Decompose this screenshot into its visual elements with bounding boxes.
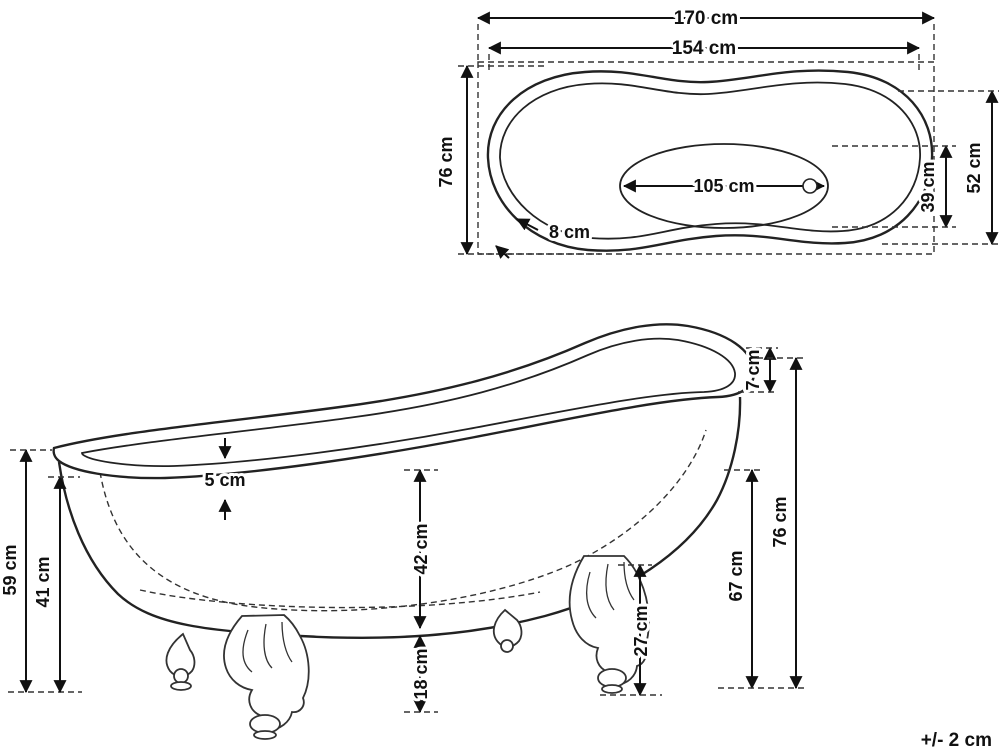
dim-side-wall-height: 67 cm: [723, 468, 762, 690]
dim-basin-width: 39 cm: [832, 144, 956, 229]
dim-basin-depth-label: 42 cm: [411, 523, 431, 574]
basin-bottom-contour: [139, 589, 541, 609]
tub-outer-outline: [486, 69, 934, 252]
dim-side-wall-height-label: 67 cm: [726, 550, 746, 601]
dim-rim-lip-label: 5 cm: [204, 470, 245, 490]
dim-wall-thickness: 8 cm: [495, 218, 593, 259]
tolerance-note: +/- 2 cm: [921, 730, 992, 750]
dim-leg-height: 27 cm: [600, 563, 662, 697]
dim-overall-height-label: 76 cm: [770, 496, 790, 547]
basin-outline: [619, 143, 829, 229]
dim-front-overall-height-label: 59 cm: [0, 544, 20, 595]
rear-right-foot: [492, 608, 523, 653]
dim-underbody-clearance-label: 18 cm: [411, 648, 431, 699]
front-left-claw-foot: [223, 614, 310, 740]
dim-rim-length-label: 154 cm: [672, 38, 736, 59]
dim-rim-length: 154 cm: [487, 35, 921, 72]
dim-rim-width-label: 52 cm: [964, 142, 984, 193]
dim-underbody-clearance: 18 cm: [404, 634, 438, 714]
dim-overall-height: 76 cm: [718, 356, 806, 690]
dim-front-rim-height-label: 41 cm: [33, 556, 53, 607]
dim-rim-band-height: 7 cm: [738, 346, 778, 394]
rear-left-foot: [165, 632, 196, 691]
rim-opening-edge: [81, 337, 736, 467]
dim-basin-length: 105 cm: [622, 173, 826, 199]
tub-rim-inner-outline: [499, 81, 921, 240]
dim-front-overall-height: 59 cm: [0, 448, 82, 694]
dim-rim-band-height-label: 7 cm: [743, 349, 763, 390]
dim-overall-length: 170 cm: [476, 5, 936, 62]
overall-bounding-box: [477, 61, 935, 255]
dim-basin-width-label: 39 cm: [918, 161, 938, 212]
top-view: 105 cm 170 cm 154 cm 76 cm: [433, 5, 999, 259]
dim-basin-length-label: 105 cm: [693, 176, 754, 196]
dim-basin-depth: 42 cm: [404, 468, 438, 630]
dim-overall-length-label: 170 cm: [674, 8, 738, 29]
dim-overall-width-label: 76 cm: [436, 136, 456, 187]
dim-wall-thickness-label: 8 cm: [549, 222, 590, 242]
side-view: 7 cm 5 cm 42 cm 18 cm 27 cm: [0, 323, 806, 740]
drain: [802, 178, 818, 194]
dim-overall-width: 76 cm: [433, 64, 600, 256]
basin-hidden-contour: [99, 429, 707, 612]
dim-leg-height-label: 27 cm: [631, 605, 651, 656]
dim-rim-width: 52 cm: [882, 89, 999, 246]
dim-front-rim-height: 41 cm: [30, 475, 80, 694]
dim-rim-lip: 5 cm: [201, 438, 249, 520]
